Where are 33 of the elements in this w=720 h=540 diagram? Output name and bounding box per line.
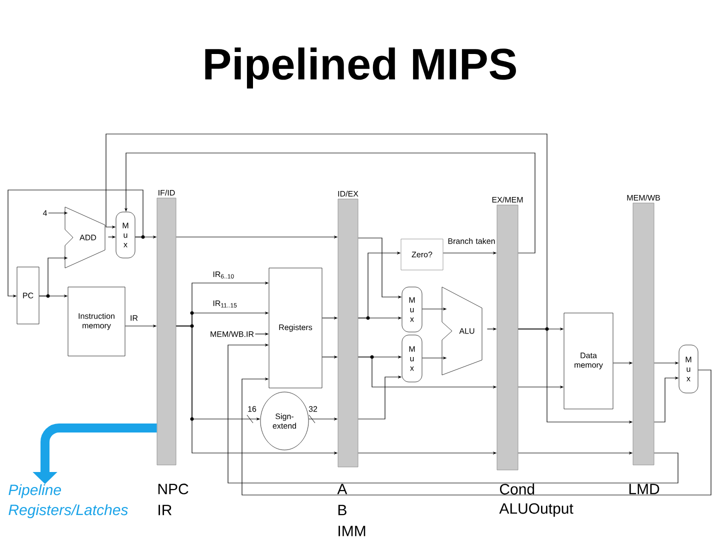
memory-box: Data memory: [564, 312, 614, 410]
edge-label: 16: [248, 406, 256, 412]
edge-label: Branch taken: [448, 238, 495, 244]
signal-label: MEM/WB.IR: [210, 331, 254, 337]
edge-label: IR: [130, 315, 138, 321]
pipeline-register-bar: IF/ID: [156, 190, 176, 466]
edge-label: IR$_{11..15}$: [213, 300, 237, 308]
arrow: [106, 134, 548, 330]
register-file-box: Registers: [268, 268, 322, 388]
arrow: [228, 343, 678, 484]
node-label: EX/MEM: [492, 196, 523, 203]
input-label: 4: [42, 210, 47, 216]
edge-label: IR$_{6..10}$: [213, 272, 234, 278]
register-label: Cond: [500, 483, 534, 494]
register-label: IR: [158, 504, 172, 516]
node-label: MEM/WB: [627, 194, 660, 201]
title: Pipelined MIPS: [205, 48, 516, 88]
memory-box: Instruction memory: [68, 286, 126, 356]
pipeline-register-bar: MEM/WB: [627, 194, 660, 466]
node-label: ID/EX: [338, 190, 358, 197]
pipeline-register-bar: ID/EX: [338, 190, 358, 468]
register-box: PC: [16, 266, 40, 324]
arrow: [242, 370, 712, 496]
register-label: A: [337, 484, 348, 494]
zero-test-box: Zero?: [400, 238, 444, 270]
node-label: IF/ID: [158, 190, 175, 196]
register-label: LMD: [629, 484, 660, 494]
register-label: B: [338, 504, 346, 516]
edge-label: 32: [308, 406, 318, 412]
register-label: IMM: [338, 526, 366, 536]
register-label: ALUOutput: [499, 503, 574, 517]
register-label: NPC: [158, 484, 188, 494]
note-text: Pipeline Registers/Latches: [8, 484, 128, 518]
